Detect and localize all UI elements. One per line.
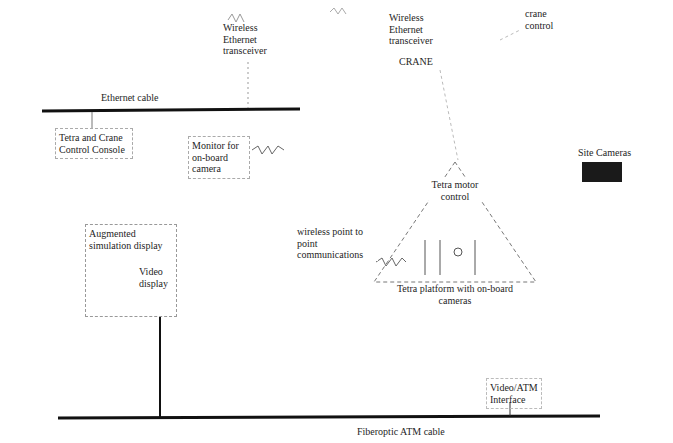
cable-label: Ethernet cable [100,92,159,104]
camera-block [582,162,622,182]
cable-drop [159,317,161,417]
crane-cable [440,70,458,160]
crane-cable [500,30,520,40]
node-text: Augmented simulation display [89,228,173,251]
crane-label: CRANE [398,56,434,68]
node-text: Video/ATM Interface [490,382,538,405]
tetra-leg [440,240,441,275]
tetra-leg [475,240,476,275]
cable-label: Fiberoptic ATM cable [356,426,446,438]
motor-control-box: Tetra motor control [428,178,482,203]
video-display-box: Video display [138,265,176,290]
tetra-camera [454,248,462,256]
display-box: Augmented simulation displayVideo displa… [85,224,177,317]
console-box: Tetra and Crane Control Console [55,128,133,159]
transceiver-label: Wireless Ethernet transceiver [222,22,279,57]
node-text: Site Cameras [578,147,632,159]
transceiver-label: Wireless Ethernet transceiver [388,12,448,47]
wireless-signal [376,258,406,266]
wireless-signal [330,8,346,14]
crane-control-label: crane control [524,8,572,31]
cable-drop [248,62,249,108]
wireless-signal [228,14,244,22]
wireless-signal [252,146,284,154]
tetra-platform: Tetra platform with on-board cameras Tetr… [372,160,538,306]
fiber-cable [58,416,600,418]
node-text: Monitor for on-board camera [192,140,246,175]
ethernet-cable [42,109,300,111]
cable-drop [92,112,93,128]
node-text: Tetra motor control [429,179,481,202]
tetra-leg [425,240,426,275]
monitor-box: Monitor for on-board camera [188,136,250,179]
node-text: Video display [139,266,175,289]
site-cameras: Site Cameras [578,147,632,182]
interface-box: Video/ATM Interface [486,378,542,409]
wireless-label: wireless point to point communications [296,226,378,261]
node-text: Tetra and Crane Control Console [59,132,129,155]
node-text: Tetra platform with on-board cameras [394,283,516,306]
